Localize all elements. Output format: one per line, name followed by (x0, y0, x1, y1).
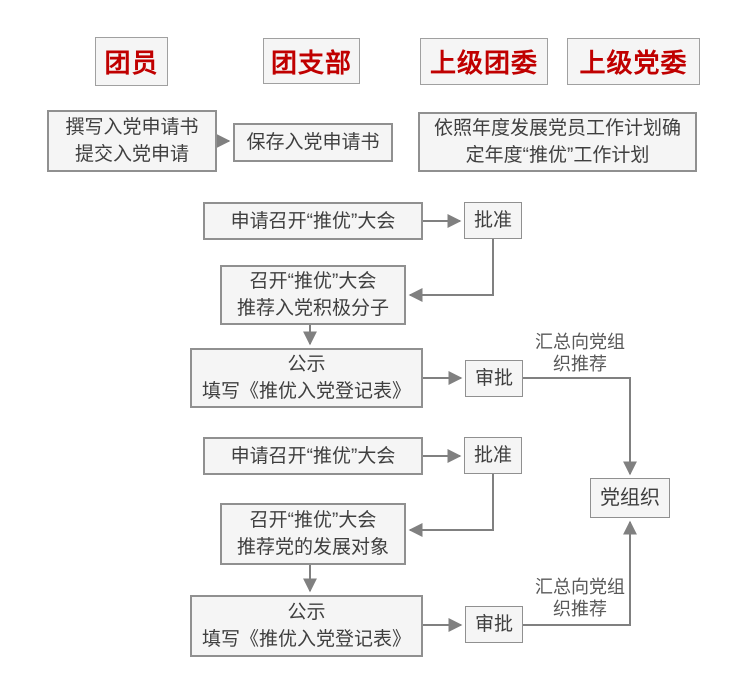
node-publicity-form-1: 公示 填写《推优入党登记表》 (190, 348, 423, 408)
node-convene-meeting-1-line2: 推荐入党积极分子 (236, 298, 389, 319)
node-apply-meeting-2-label: 申请召开“推优”大会 (230, 445, 396, 467)
node-apply-meeting-1-label: 申请召开“推优”大会 (230, 210, 396, 232)
lane-header-branch: 团支部 (263, 38, 360, 84)
node-convene-meeting-2-line1: 召开“推优”大会 (249, 510, 377, 531)
node-publicity-form-2-line2: 填写《推优入党登记表》 (201, 629, 411, 650)
edge-label-summary-2: 汇总向党组 织推荐 (518, 576, 642, 620)
node-publicity-form-2: 公示 填写《推优入党登记表》 (190, 595, 423, 657)
node-approve-1: 批准 (464, 202, 522, 239)
node-publicity-form-2-line1: 公示 (287, 602, 326, 623)
lane-header-party-label: 上级党委 (579, 48, 688, 78)
lane-header-branch-label: 团支部 (270, 47, 352, 78)
node-write-application-line1: 撰写入党申请书 (65, 117, 199, 138)
connector-review2-to-partyorg (523, 520, 637, 626)
node-publicity-form-1-line2: 填写《推优入党登记表》 (201, 381, 411, 402)
lane-header-member: 团员 (95, 37, 168, 86)
node-convene-meeting-2-line2: 推荐党的发展对象 (236, 537, 389, 558)
node-apply-meeting-2: 申请召开“推优”大会 (203, 437, 423, 475)
node-approve-2-label: 批准 (473, 445, 512, 466)
connector-review1-to-partyorg (523, 377, 637, 476)
lane-header-party: 上级党委 (567, 38, 700, 85)
edge-label-summary-2-line1: 汇总向党组 (535, 577, 625, 597)
node-apply-meeting-1: 申请召开“推优”大会 (203, 202, 423, 240)
edge-label-summary-1-line2: 织推荐 (553, 354, 607, 374)
node-write-application: 撰写入党申请书 提交入党申请 (47, 110, 217, 172)
edge-label-summary-1: 汇总向党组 织推荐 (518, 331, 642, 375)
node-review-1: 审批 (465, 360, 523, 397)
node-convene-meeting-1: 召开“推优”大会 推荐入党积极分子 (220, 265, 406, 325)
edge-label-summary-1-line1: 汇总向党组 (535, 332, 625, 352)
node-party-organization-label: 党组织 (600, 486, 660, 509)
node-annual-plan-line2: 定年度“推优”工作计划 (465, 145, 650, 166)
node-approve-1-label: 批准 (473, 210, 512, 231)
node-party-organization: 党组织 (590, 478, 670, 518)
connector-approve2-to-convene2 (408, 474, 494, 537)
node-publicity-form-1-line1: 公示 (287, 354, 326, 375)
node-review-1-label: 审批 (474, 368, 513, 389)
node-convene-meeting-2: 召开“推优”大会 推荐党的发展对象 (220, 503, 406, 565)
node-annual-plan-line1: 依照年度发展党员工作计划确 (433, 118, 681, 139)
lane-header-league-label: 上级团委 (429, 48, 538, 78)
node-review-2-label: 审批 (474, 614, 513, 635)
connector-approve1-to-convene1 (408, 239, 494, 302)
lane-header-league: 上级团委 (420, 38, 548, 85)
lane-header-member-label: 团员 (104, 48, 159, 78)
node-save-application: 保存入党申请书 (233, 123, 393, 162)
node-annual-plan: 依照年度发展党员工作计划确 定年度“推优”工作计划 (418, 112, 697, 172)
node-save-application-label: 保存入党申请书 (246, 132, 380, 153)
edge-label-summary-2-line2: 织推荐 (553, 599, 607, 619)
node-approve-2: 批准 (464, 437, 522, 474)
node-review-2: 审批 (465, 606, 523, 643)
node-write-application-line2: 提交入党申请 (74, 144, 189, 165)
node-convene-meeting-1-line1: 召开“推优”大会 (249, 271, 377, 292)
